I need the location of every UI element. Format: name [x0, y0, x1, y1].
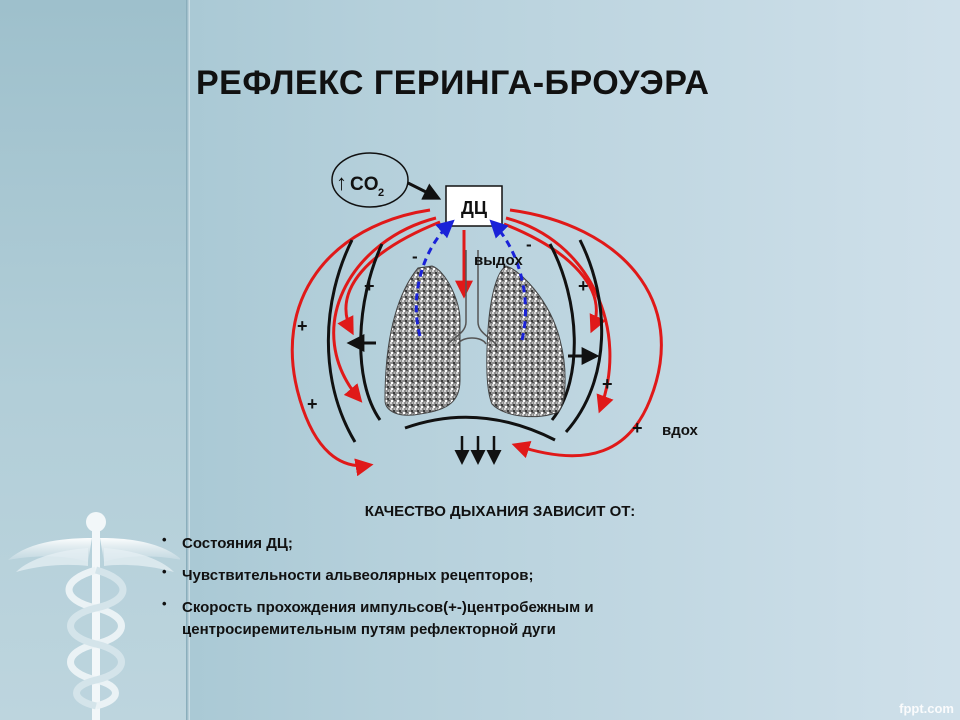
minus-sign-left: - — [412, 247, 418, 266]
plus-sign-3: + — [307, 394, 318, 414]
red-path-right-inner — [505, 216, 614, 414]
respiratory-center-box: ДЦ — [445, 185, 503, 227]
red-path-left-inner — [332, 216, 437, 403]
caption-heading: КАЧЕСТВО ДЫХАНИЯ ЗАВИСИТ ОТ: — [364, 503, 636, 520]
list-item: • Скорость прохождения импульсов(+-)цент… — [162, 597, 742, 641]
plus-sign-6: + — [632, 418, 643, 438]
co2-node: ↑ CO 2 — [331, 152, 409, 208]
respiratory-center-label: ДЦ — [461, 198, 488, 218]
co2-to-center-arrow — [407, 181, 442, 200]
trachea-left — [447, 250, 467, 345]
list-item-text: Чувствительности альвеолярных рецепторов… — [182, 567, 534, 584]
co2-up-arrow: ↑ — [336, 170, 347, 195]
factor-list: • Состояния ДЦ; • Чувствительности альве… — [162, 533, 742, 651]
chest-wall-right-outer — [564, 239, 604, 433]
chest-wall-left-outer — [326, 239, 357, 443]
red-path-left-short — [337, 220, 441, 336]
red-path-right-short — [503, 222, 607, 334]
bullet-icon: • — [162, 564, 167, 579]
slide-title: РЕФЛЕКС ГЕРИНГА-БРОУЭРА — [196, 64, 710, 102]
blue-path-left — [414, 219, 455, 337]
plus-sign-4: + — [578, 276, 589, 296]
lung-right — [486, 265, 566, 418]
plus-sign-2: + — [297, 316, 308, 336]
red-path-right-outer — [509, 208, 663, 459]
co2-label: CO — [350, 174, 379, 195]
co2-subscript: 2 — [378, 187, 384, 199]
list-item-text: Скорость прохождения импульсов(+-)центро… — [182, 599, 594, 638]
minus-sign-right: - — [526, 235, 532, 254]
panel-divider — [186, 0, 190, 720]
trachea-right — [477, 250, 497, 345]
caduceus-logo — [8, 512, 180, 720]
list-item: • Состояния ДЦ; — [162, 533, 742, 555]
inhale-label: вдох — [662, 422, 699, 439]
bullet-icon: • — [162, 532, 167, 547]
list-item-text: Состояния ДЦ; — [182, 535, 293, 552]
bullet-icon: • — [162, 596, 167, 611]
brand-watermark[interactable]: fppt.com — [899, 701, 954, 716]
plus-sign-5: + — [602, 374, 613, 394]
list-item: • Чувствительности альвеолярных рецептор… — [162, 565, 742, 587]
diaphragm — [404, 415, 556, 442]
blue-path-right — [489, 219, 527, 341]
lung-left — [384, 265, 461, 416]
plus-sign-1: + — [364, 276, 375, 296]
exhale-label: выдох — [474, 252, 523, 269]
bronchi-fork — [457, 337, 487, 345]
red-path-left-outer — [290, 208, 431, 477]
